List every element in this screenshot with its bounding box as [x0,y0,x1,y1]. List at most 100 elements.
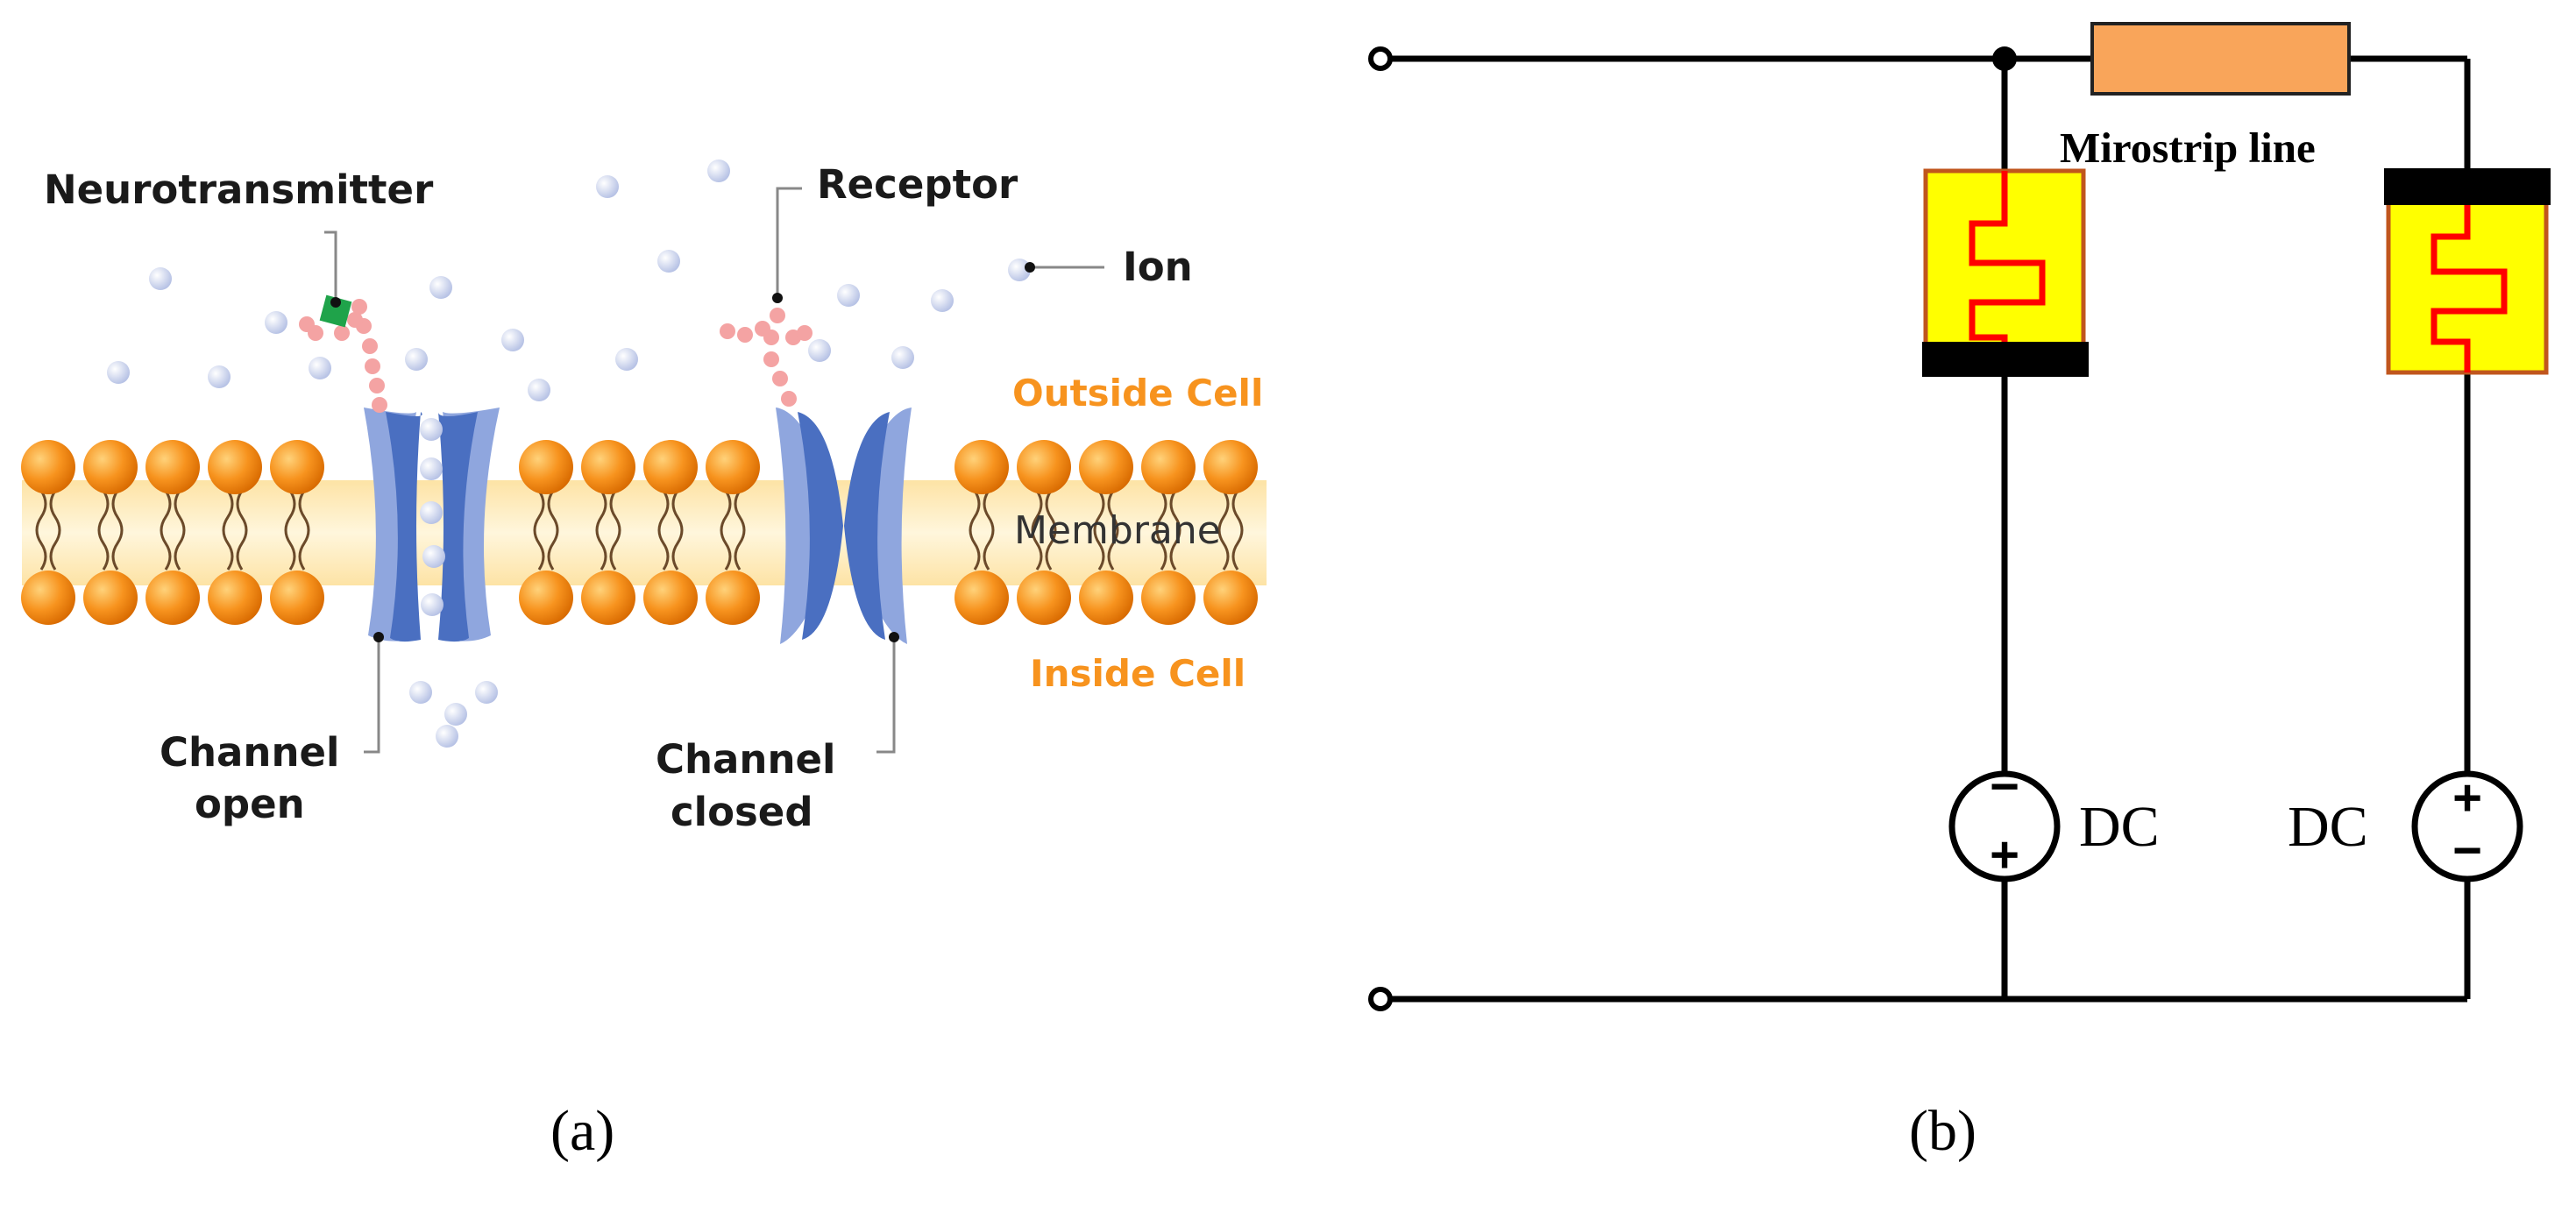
caption-b: (b) [1909,1099,1976,1163]
lipid-tail [174,490,186,571]
left-source-top-sign: − [1990,758,2019,815]
lipid-tail [284,490,296,571]
label-dc-right: DC [2288,795,2368,859]
receptor-bead [362,338,378,354]
lipid-head [1203,571,1258,625]
lipid-tail [1217,490,1230,571]
label-outside-cell: Outside Cell [1012,372,1263,415]
lipid-tail [222,490,234,571]
lipid-tail [298,490,310,571]
ion-particle [837,284,860,307]
lipid-tail [734,490,746,571]
receptor-chains [299,299,813,413]
ion-particle [405,348,428,371]
receptor-bead [737,327,753,343]
label-channel-closed-2: closed [671,789,813,835]
lipid-head [643,571,698,625]
left-pad [1922,168,2089,377]
lipid-tail [969,490,981,571]
lipid-tail [720,490,732,571]
lipid-head [270,440,324,494]
lipid-head [1141,440,1196,494]
lipid-head [83,571,138,625]
label-channel-closed-1: Channel [656,736,835,783]
right-source-bottom-sign: − [2452,822,2482,879]
lipid-tail [609,490,621,571]
lipid-head [706,440,760,494]
panel-a: Neurotransmitter Receptor Ion Outside Ce… [21,159,1267,1163]
lipid-head [643,440,698,494]
panel-b: Mirostrip line − + + − DC DC (b) [1368,22,2551,1163]
lipid-tail [1031,490,1043,571]
lipid-head [270,571,324,625]
label-membrane: Membrane [1014,508,1221,553]
ion-particle [501,329,524,351]
lipid-head [519,571,573,625]
label-channel-open-2: open [195,781,305,827]
ion-particle [429,276,452,299]
lipid-heads [21,440,1258,625]
open-channel [364,408,500,642]
lipid-head [208,440,262,494]
receptor-bead [763,351,779,367]
right-pad [2384,168,2551,375]
receptor-bead [369,378,385,393]
label-channel-open-1: Channel [160,729,339,776]
dc-source-left: − + [1948,758,2061,883]
lipid-tail [35,490,47,571]
lipid-tail [547,490,559,571]
ion-particle [475,681,498,704]
leader-lines [324,187,1104,754]
ion-particle [1008,259,1031,281]
lipid-head [581,571,635,625]
label-microstrip: Mirostrip line [2060,124,2316,172]
label-ion: Ion [1123,244,1193,290]
receptor-bead [781,391,797,407]
ion-particle [309,357,331,379]
lipid-head [1203,440,1258,494]
ions [107,159,1031,748]
lipid-head [954,440,1009,494]
lipid-tail [1231,490,1244,571]
lipid-tail [1093,490,1105,571]
lipid-tail [1169,490,1182,571]
lipid-head [21,571,75,625]
ion-particle [657,250,680,273]
lipid-tail [533,490,545,571]
receptor-bead [299,316,315,332]
ion-particle [528,379,550,401]
lipid-tail [983,490,995,571]
lipid-tail [49,490,61,571]
lipid-tails [35,490,1244,571]
receptor-bead [372,397,387,413]
closed-channel [776,408,912,644]
ion-particle [208,365,231,388]
ion-particle [444,703,467,726]
caption-a: (a) [550,1099,614,1163]
receptor-bead [351,299,367,315]
dc-source-right: + − [2411,769,2523,882]
receptor-bead [770,308,785,323]
receptor-bead [347,312,363,328]
lipid-tail [657,490,670,571]
receptor-bead [797,325,813,341]
lipid-tail [111,490,124,571]
lipid-tail [1045,490,1057,571]
receptor-bead [720,323,735,339]
lipid-head [145,571,200,625]
junction-node [1992,46,2017,71]
left-source-bottom-sign: + [1990,826,2019,883]
right-source-top-sign: + [2452,769,2482,826]
neurotransmitter-molecule [319,294,352,328]
lipid-head [83,440,138,494]
ion-particle [891,346,914,369]
lipid-head [1141,571,1196,625]
lipid-head [21,440,75,494]
ion-particle [596,175,619,198]
lipid-head [1017,571,1071,625]
leader-dots [330,262,1035,642]
lipid-tail [97,490,110,571]
lipid-tail [595,490,607,571]
lipid-head [954,571,1009,625]
